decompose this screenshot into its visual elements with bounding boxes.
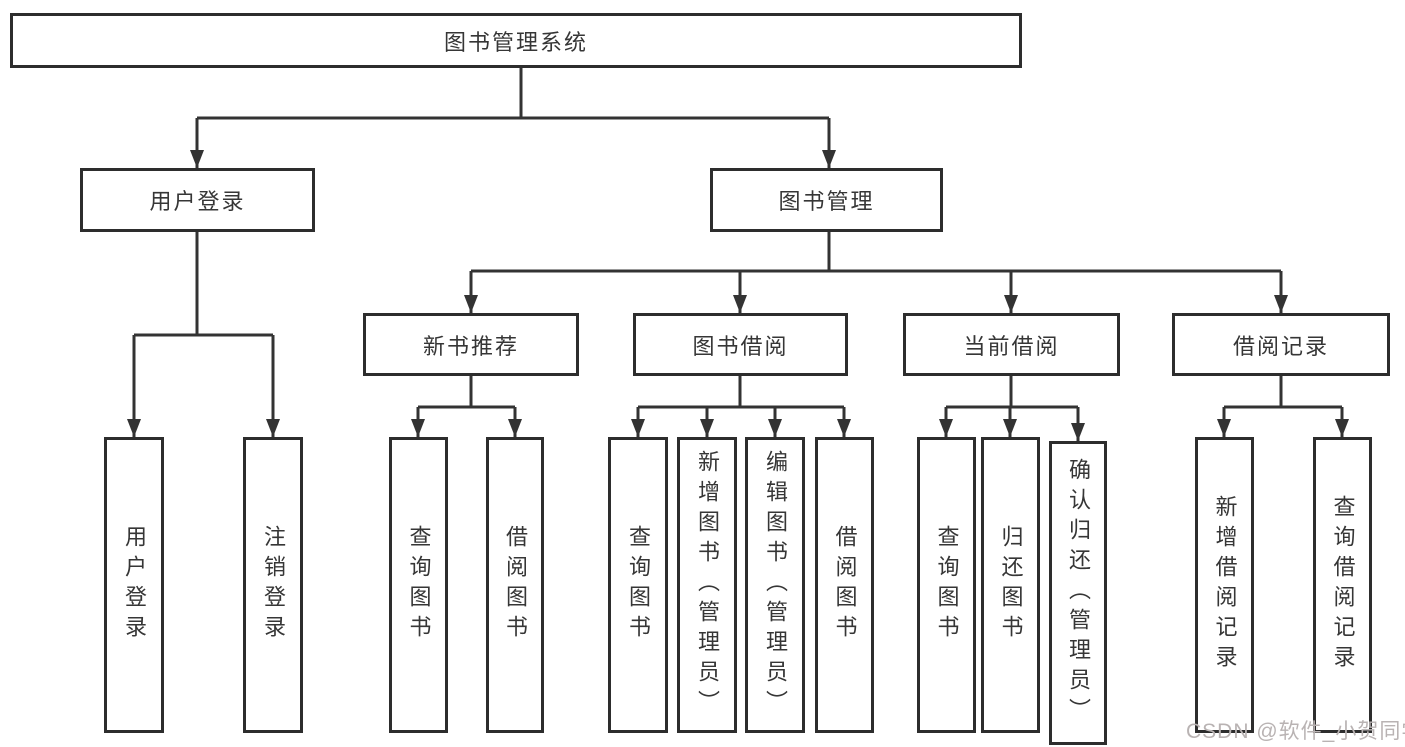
arrow-icon [1003, 419, 1017, 437]
node-book-borrow: 图书借阅 [633, 313, 848, 376]
node-label: 用户登录 [149, 189, 246, 214]
leaf-return-books: 归还图书 [981, 437, 1040, 733]
leaf-add-books-admin: 新增图书（管理员） [677, 437, 737, 733]
arrow-icon [1071, 423, 1085, 441]
leaf-label: 借阅图书 [503, 525, 528, 645]
arrow-icon [631, 419, 645, 437]
node-label: 当前借阅 [963, 333, 1060, 359]
leaf-label: 注销登录 [261, 525, 286, 645]
leaf-user-login: 用户登录 [104, 437, 164, 733]
arrow-icon [822, 150, 836, 168]
leaf-label: 编辑图书（管理员） [763, 450, 788, 720]
arrow-icon [1335, 419, 1349, 437]
arrow-icon [1274, 295, 1288, 313]
connector-bookborrow-to-leaves [636, 376, 846, 437]
connector-root-to-level2 [195, 68, 831, 168]
arrow-icon [768, 419, 782, 437]
leaf-label: 用户登录 [122, 525, 147, 645]
node-label: 图书管理 [778, 189, 875, 214]
arrow-icon [411, 419, 425, 437]
arrow-icon [733, 295, 747, 313]
arrow-icon [127, 419, 141, 437]
leaf-borrow-books: 借阅图书 [815, 437, 874, 733]
node-new-book-recommend: 新书推荐 [363, 313, 579, 376]
leaf-label: 查询图书 [626, 525, 651, 645]
connector-newbook-to-leaves [416, 376, 517, 437]
node-label: 借阅记录 [1232, 333, 1329, 359]
node-current-borrow: 当前借阅 [903, 313, 1120, 376]
node-root: 图书管理系统 [10, 13, 1022, 68]
leaf-label: 新增图书（管理员） [695, 450, 720, 720]
leaf-query-books-borrow: 查询图书 [608, 437, 668, 733]
leaf-add-borrow-record: 新增借阅记录 [1195, 437, 1254, 733]
leaf-borrow-books-recommend: 借阅图书 [486, 437, 544, 733]
arrow-icon [837, 419, 851, 437]
node-label: 新书推荐 [422, 333, 519, 359]
node-book-management: 图书管理 [710, 168, 943, 232]
leaf-label: 借阅图书 [832, 525, 858, 645]
arrow-icon [1217, 419, 1231, 437]
leaf-query-books-current: 查询图书 [917, 437, 976, 733]
arrowheads [127, 150, 1349, 441]
leaf-label: 查询图书 [406, 525, 432, 645]
arrow-icon [939, 419, 953, 437]
node-root-label: 图书管理系统 [443, 29, 588, 55]
connector-bookmgmt-to-level3 [469, 232, 1283, 313]
arrow-icon [700, 419, 714, 437]
leaf-label: 查询图书 [934, 525, 960, 645]
leaf-label: 归还图书 [998, 525, 1024, 645]
leaf-query-borrow-record: 查询借阅记录 [1313, 437, 1372, 733]
leaf-label: 查询借阅记录 [1330, 495, 1356, 675]
leaf-query-books-recommend: 查询图书 [389, 437, 448, 733]
arrow-icon [266, 419, 280, 437]
node-borrow-records: 借阅记录 [1172, 313, 1390, 376]
leaf-confirm-return-admin: 确认归还（管理员） [1049, 441, 1107, 745]
node-label: 图书借阅 [692, 333, 789, 359]
arrow-icon [464, 295, 478, 313]
node-user-login: 用户登录 [80, 168, 315, 232]
csdn-watermark: CSDN @软件_小贺同学 [1186, 720, 1405, 743]
leaf-label: 新增借阅记录 [1212, 495, 1238, 675]
arrow-icon [190, 150, 204, 168]
leaf-label: 确认归还（管理员） [1066, 458, 1091, 728]
leaf-edit-books-admin: 编辑图书（管理员） [745, 437, 805, 733]
connector-borrowrecords-to-leaves [1222, 376, 1344, 437]
arrow-icon [1004, 295, 1018, 313]
connector-userlogin-to-leaves [132, 232, 275, 437]
leaf-logout: 注销登录 [243, 437, 303, 733]
arrow-icon [508, 419, 522, 437]
